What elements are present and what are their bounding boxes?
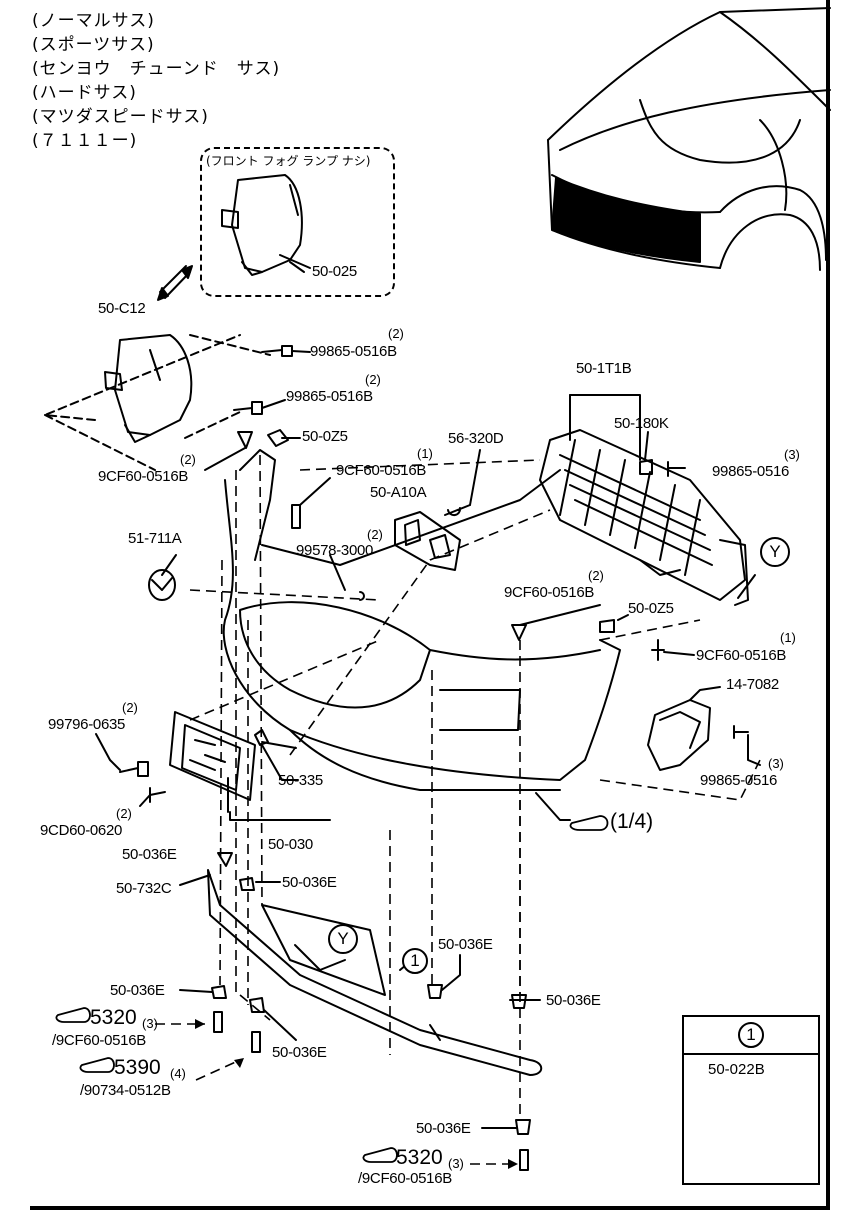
label-99865-0516B-a: 99865-0516B xyxy=(310,343,397,360)
label-50-A10A: 50-A10A xyxy=(370,484,427,501)
label-14-7082: 14-7082 xyxy=(726,676,779,693)
label-50-732C: 50-732C xyxy=(116,880,172,897)
label-50-180K: 50-180K xyxy=(614,415,669,432)
legend-code: 50-022B xyxy=(708,1061,765,1078)
label-9CF60-0516B-c: 9CF60-0516B xyxy=(504,584,595,601)
label-9CD60-0620: 9CD60-0620 xyxy=(40,822,123,839)
legend-mark: 1 xyxy=(738,1022,764,1048)
reference-5390[interactable]: 5390 xyxy=(114,1056,161,1079)
legend-header: 1 xyxy=(684,1017,818,1055)
qty-k: (2) xyxy=(116,806,132,821)
condition-1: (ノーマルサス) xyxy=(32,11,155,31)
label-50-C12: 50-C12 xyxy=(98,300,146,317)
bracket-14-7082 xyxy=(647,699,711,771)
qty-n: (3) xyxy=(448,1156,464,1171)
label-50-335: 50-335 xyxy=(278,772,323,789)
label-50-036E-e: 50-036E xyxy=(546,992,601,1009)
label-50-1T1B: 50-1T1B xyxy=(576,360,632,377)
qty-l: (3) xyxy=(142,1016,158,1031)
qty-m: (4) xyxy=(170,1066,186,1081)
label-9CF60-0516B-f: /9CF60-0516B xyxy=(358,1170,452,1187)
bumper-cover xyxy=(222,449,621,791)
view-marker-y-lip: Y xyxy=(328,924,358,954)
label-9CF60-0516B-d: 9CF60-0516B xyxy=(696,647,787,664)
label-99578-3000: 99578-3000 xyxy=(296,542,374,559)
label-9CF60-0516B-b: 9CF60-0516B xyxy=(336,462,427,479)
fog-lamp-note: (フロント フォグ ランプ ナシ) xyxy=(206,154,371,168)
label-50-036E-f: 50-036E xyxy=(272,1044,327,1061)
fog-lamp-cover xyxy=(221,174,311,276)
label-56-320D: 56-320D xyxy=(448,430,504,447)
label-51-711A: 51-711A xyxy=(128,530,182,547)
qty-h: (1) xyxy=(780,630,796,645)
label-99796-0635: 99796-0635 xyxy=(48,716,126,733)
lower-lip-50-732C xyxy=(207,869,543,1076)
label-50-036E-a: 50-036E xyxy=(122,846,177,863)
label-99865-0516B-b: 99865-0516B xyxy=(286,388,373,405)
qty-f: (2) xyxy=(367,527,383,542)
condition-3: (センヨウ チューンド サス) xyxy=(32,59,281,79)
hand-reference-icon xyxy=(570,812,610,834)
fog-lamp-note-box xyxy=(200,147,395,297)
reference-1-4[interactable]: (1/4) xyxy=(610,810,654,833)
label-50-036E-b: 50-036E xyxy=(282,874,337,891)
clip-50-A10A xyxy=(394,511,461,571)
bracket-50-C12 xyxy=(104,334,193,443)
label-50-025: 50-025 xyxy=(312,263,357,280)
qty-i: (2) xyxy=(122,700,138,715)
label-50-0Z5-b: 50-0Z5 xyxy=(628,600,674,617)
label-9CF60-0516B-a: 9CF60-0516B xyxy=(98,468,189,485)
condition-6: (７１１１ー) xyxy=(32,131,138,151)
frame-bottom-rule xyxy=(30,1206,830,1210)
label-50-030: 50-030 xyxy=(268,836,313,853)
qty-d: (1) xyxy=(417,446,433,461)
qty-j: (3) xyxy=(768,756,784,771)
frame-right-rule xyxy=(826,0,830,1210)
clip-marker-1: 1 xyxy=(402,948,428,974)
qty-a: (2) xyxy=(388,326,404,341)
label-99865-0516-b: 99865-0516 xyxy=(700,772,778,789)
label-50-036E-g: 50-036E xyxy=(416,1120,471,1137)
plate-bracket xyxy=(169,711,256,801)
condition-5: (マツダスピードサス) xyxy=(32,107,209,127)
label-99865-0516-a: 99865-0516 xyxy=(712,463,790,480)
condition-2: (スポーツサス) xyxy=(32,35,155,55)
reference-5320-b[interactable]: 5320 xyxy=(396,1146,443,1169)
qty-e: (3) xyxy=(784,447,800,462)
qty-g: (2) xyxy=(588,568,604,583)
grille-50-1T1B xyxy=(539,429,749,606)
qty-b: (2) xyxy=(365,372,381,387)
condition-4: (ハードサス) xyxy=(32,83,137,103)
legend-box: 1 50-022B xyxy=(682,1015,820,1185)
reference-5320-a[interactable]: 5320 xyxy=(90,1006,137,1029)
label-9CF60-0516B-e: /9CF60-0516B xyxy=(52,1032,146,1049)
label-50-0Z5-a: 50-0Z5 xyxy=(302,428,348,445)
label-50-036E-d: 50-036E xyxy=(110,982,165,999)
qty-c: (2) xyxy=(180,452,196,467)
label-50-036E-c: 50-036E xyxy=(438,936,493,953)
view-marker-y-grille: Y xyxy=(760,537,790,567)
label-90734-0512B: /90734-0512B xyxy=(80,1082,171,1099)
